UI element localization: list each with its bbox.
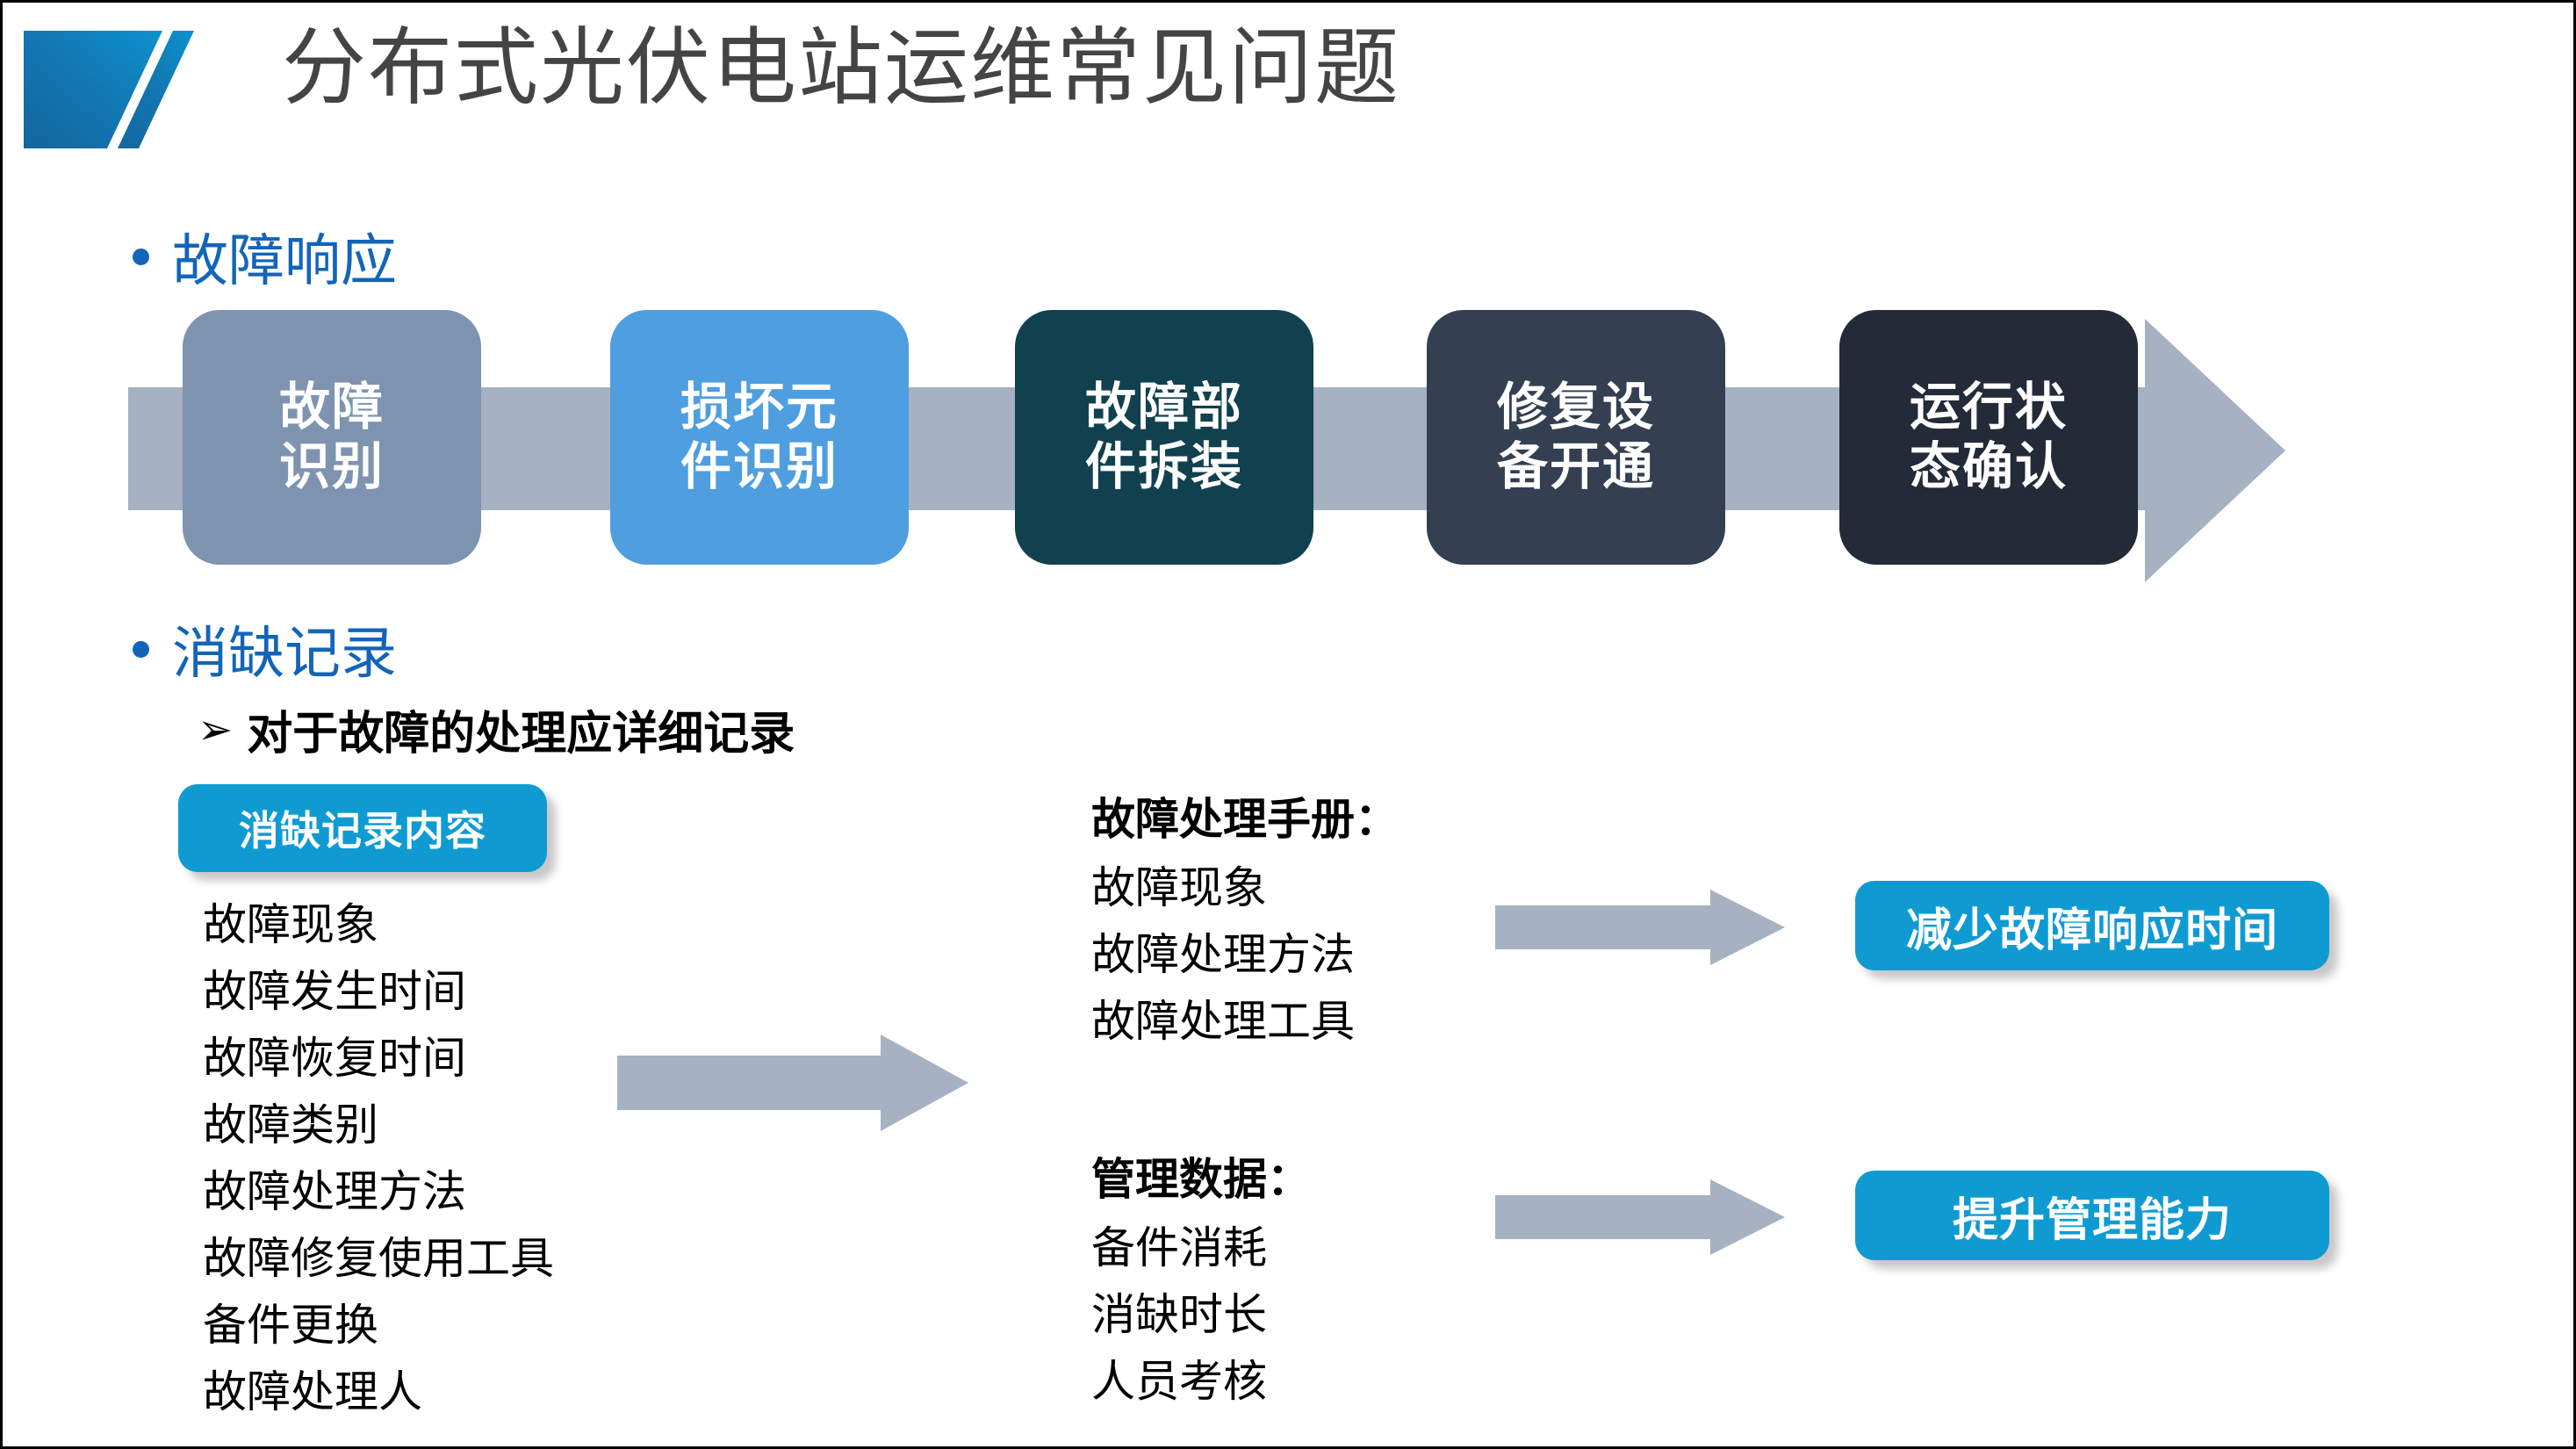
process-flow: 故障 识别 损坏元 件识别 故障部 件拆装 修复设 备开通 运行状 态确认 (3, 310, 2576, 582)
list-item: 备件更换 (203, 1301, 378, 1350)
flow-step-2-line2: 件识别 (680, 438, 838, 495)
list-item: 人员考核 (1091, 1357, 1267, 1406)
outcome-title-manual: 故障处理手册： (1091, 795, 1399, 844)
flow-step-5[interactable]: 运行状 态确认 (1839, 310, 2138, 565)
arrow-right-icon-bottom (1495, 1179, 1785, 1255)
list-item: 故障发生时间 (203, 967, 466, 1016)
flow-step-5-line1: 运行状 (1909, 378, 2068, 436)
bullet-defect-record-label: 消缺记录 (172, 622, 397, 685)
bullet-dot-icon (133, 640, 149, 658)
list-item: 故障处理人 (203, 1367, 422, 1417)
list-item: 故障类别 (203, 1100, 378, 1150)
flow-step-4-line1: 修复设 (1496, 378, 1655, 436)
flow-step-2[interactable]: 损坏元 件识别 (610, 310, 909, 565)
list-item: 故障处理方法 (1091, 930, 1355, 979)
list-item: 故障处理工具 (1091, 997, 1355, 1046)
outcome-list-management: 备件消耗 消缺时长 人员考核 (1091, 1215, 1267, 1415)
flow-step-1[interactable]: 故障 识别 (183, 310, 481, 565)
flow-step-2-line1: 损坏元 (680, 378, 838, 436)
flow-step-1-line1: 故障 (278, 378, 385, 436)
arrow-right-icon-top (1495, 890, 1785, 965)
list-item: 消缺时长 (1091, 1290, 1267, 1339)
list-item: 故障现象 (203, 900, 378, 949)
outcome-title-management: 管理数据： (1091, 1155, 1311, 1204)
flow-arrowhead-icon (2145, 319, 2285, 582)
list-item: 故障恢复时间 (203, 1034, 466, 1083)
flow-step-4-line2: 备开通 (1496, 438, 1655, 495)
arrow-right-marker-icon: ➢ (198, 704, 234, 754)
arrow-right-icon-main (617, 1034, 968, 1131)
badge-defect-record-content[interactable]: 消缺记录内容 (178, 784, 547, 872)
badge-improve-management[interactable]: 提升管理能力 (1855, 1171, 2329, 1260)
outcome-list-manual: 故障现象 故障处理方法 故障处理工具 (1091, 854, 1355, 1055)
bullet-fault-response: 故障响应 (133, 216, 397, 297)
arrow-shaft (1495, 1195, 1710, 1239)
arrow-head (881, 1034, 968, 1131)
list-item: 故障现象 (1091, 863, 1267, 912)
sub-bullet-detail-record: ➢ 对于故障的处理应详细记录 (198, 696, 795, 762)
flow-step-3[interactable]: 故障部 件拆装 (1015, 310, 1313, 565)
defect-record-item-list: 故障现象 故障发生时间 故障恢复时间 故障类别 故障处理方法 故障修复使用工具 … (203, 891, 554, 1425)
flow-step-1-line2: 识别 (278, 438, 385, 495)
flow-step-5-line2: 态确认 (1909, 438, 2068, 495)
arrow-head (1710, 890, 1785, 965)
sub-bullet-detail-record-label: 对于故障的处理应详细记录 (247, 709, 795, 760)
company-logo (22, 24, 277, 164)
logo-parallelograms-icon (24, 31, 194, 148)
flow-step-3-line1: 故障部 (1084, 378, 1243, 436)
bullet-defect-record: 消缺记录 (133, 609, 397, 689)
list-item: 备件消耗 (1091, 1223, 1267, 1272)
badge-reduce-response-time[interactable]: 减少故障响应时间 (1855, 881, 2329, 970)
flow-step-4[interactable]: 修复设 备开通 (1427, 310, 1725, 565)
list-item: 故障修复使用工具 (203, 1234, 554, 1283)
flow-step-3-line2: 件拆装 (1084, 438, 1243, 495)
arrow-shaft (617, 1056, 881, 1110)
bullet-dot-icon (133, 248, 149, 265)
list-item: 故障处理方法 (203, 1167, 466, 1216)
page-title: 分布式光伏电站运维常见问题 (282, 21, 1400, 115)
bullet-fault-response-label: 故障响应 (172, 229, 397, 292)
arrow-shaft (1495, 905, 1710, 949)
arrow-head (1710, 1179, 1785, 1255)
